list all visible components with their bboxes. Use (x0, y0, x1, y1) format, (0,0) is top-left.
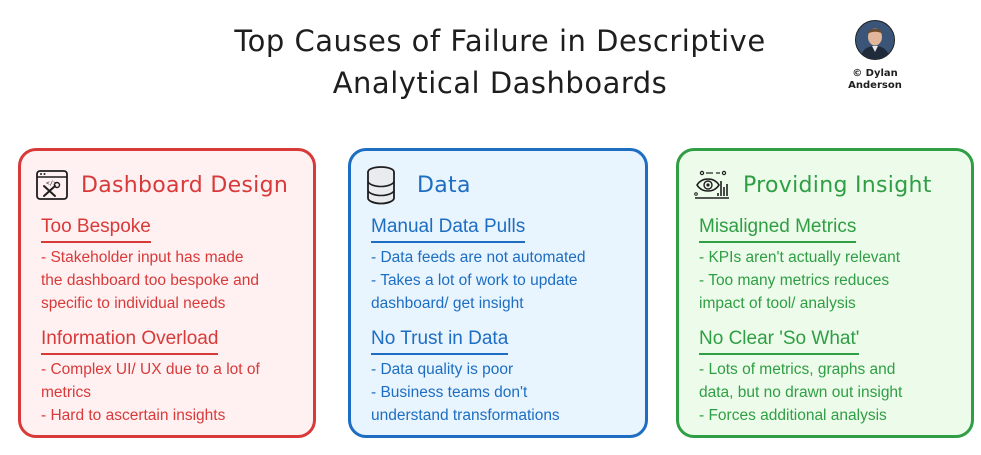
section-heading: Manual Data Pulls (371, 215, 526, 243)
bullet-line: - Lots of metrics, graphs and (699, 361, 896, 378)
bullet-line: - Too many metrics reduces (699, 272, 890, 289)
card-providing-insight: Providing Insight Misaligned Metrics - K… (676, 148, 974, 438)
bullet-line: - Forces additional analysis (699, 407, 887, 424)
bullet-line: understand transformations (371, 407, 560, 424)
avatar (855, 20, 895, 60)
bullet-line: - Complex UI/ UX due to a lot of (41, 361, 260, 378)
section-heading: No Clear 'So What' (699, 327, 860, 355)
insight-eye-icon (694, 170, 729, 199)
bullet-line: - Stakeholder input has made (41, 249, 244, 266)
card-title: Dashboard Design (81, 172, 289, 198)
bullet-line: specific to individual needs (41, 295, 226, 312)
section-manual-data-pulls: Manual Data Pulls - Data feeds are not a… (371, 215, 635, 315)
author-line-1: © Dylan (852, 68, 898, 79)
section-heading: No Trust in Data (371, 327, 509, 355)
title-line-2: Analytical Dashboards (332, 66, 668, 100)
bullet-line: the dashboard too bespoke and (41, 272, 260, 289)
section-no-trust-in-data: No Trust in Data - Data quality is poor … (371, 327, 635, 427)
bullet-line: data, but no drawn out insight (699, 384, 903, 401)
card-header: Data (365, 165, 471, 205)
section-misaligned-metrics: Misaligned Metrics - KPIs aren't actuall… (699, 215, 961, 315)
database-icon (367, 166, 395, 205)
bullet-line: - Data quality is poor (371, 361, 514, 378)
svg-text:</>: </> (46, 180, 57, 187)
bullet-line: - Business teams don't (371, 384, 528, 401)
avatar-portrait-icon (856, 21, 894, 59)
card-title: Data (417, 172, 471, 198)
card-body: Misaligned Metrics - KPIs aren't actuall… (699, 215, 961, 427)
section-heading: Misaligned Metrics (699, 215, 857, 243)
bullet-line: metrics (41, 384, 91, 401)
card-body: Manual Data Pulls - Data feeds are not a… (371, 215, 635, 427)
dashboard-design-icon: </> (36, 170, 68, 200)
author-line-2: Anderson (848, 80, 902, 91)
card-header: Providing Insight (693, 165, 932, 205)
bullet-line: dashboard/ get insight (371, 295, 524, 312)
bullet-line: impact of tool/ analysis (699, 295, 856, 312)
section-heading: Too Bespoke (41, 215, 151, 243)
page-title: Top Causes of Failure in Descriptive Ana… (150, 20, 850, 104)
section-information-overload: Information Overload - Complex UI/ UX du… (41, 327, 303, 427)
section-heading: Information Overload (41, 327, 219, 355)
card-data: Data Manual Data Pulls - Data feeds are … (348, 148, 648, 438)
bullet-line: - Hard to ascertain insights (41, 407, 226, 424)
bullet-line: - Takes a lot of work to update (371, 272, 578, 289)
author-badge: © Dylan Anderson (838, 20, 912, 92)
section-too-bespoke: Too Bespoke - Stakeholder input has made… (41, 215, 303, 315)
bullet-line: - KPIs aren't actually relevant (699, 249, 901, 266)
section-no-clear-so-what: No Clear 'So What' - Lots of metrics, gr… (699, 327, 961, 427)
card-header: </> Dashboard Design (35, 165, 288, 205)
card-dashboard-design: </> Dashboard Design Too Bespoke - Stake… (18, 148, 316, 438)
bullet-line: - Data feeds are not automated (371, 249, 586, 266)
title-line-1: Top Causes of Failure in Descriptive (234, 24, 766, 58)
card-title: Providing Insight (743, 172, 932, 198)
card-body: Too Bespoke - Stakeholder input has made… (41, 215, 303, 427)
